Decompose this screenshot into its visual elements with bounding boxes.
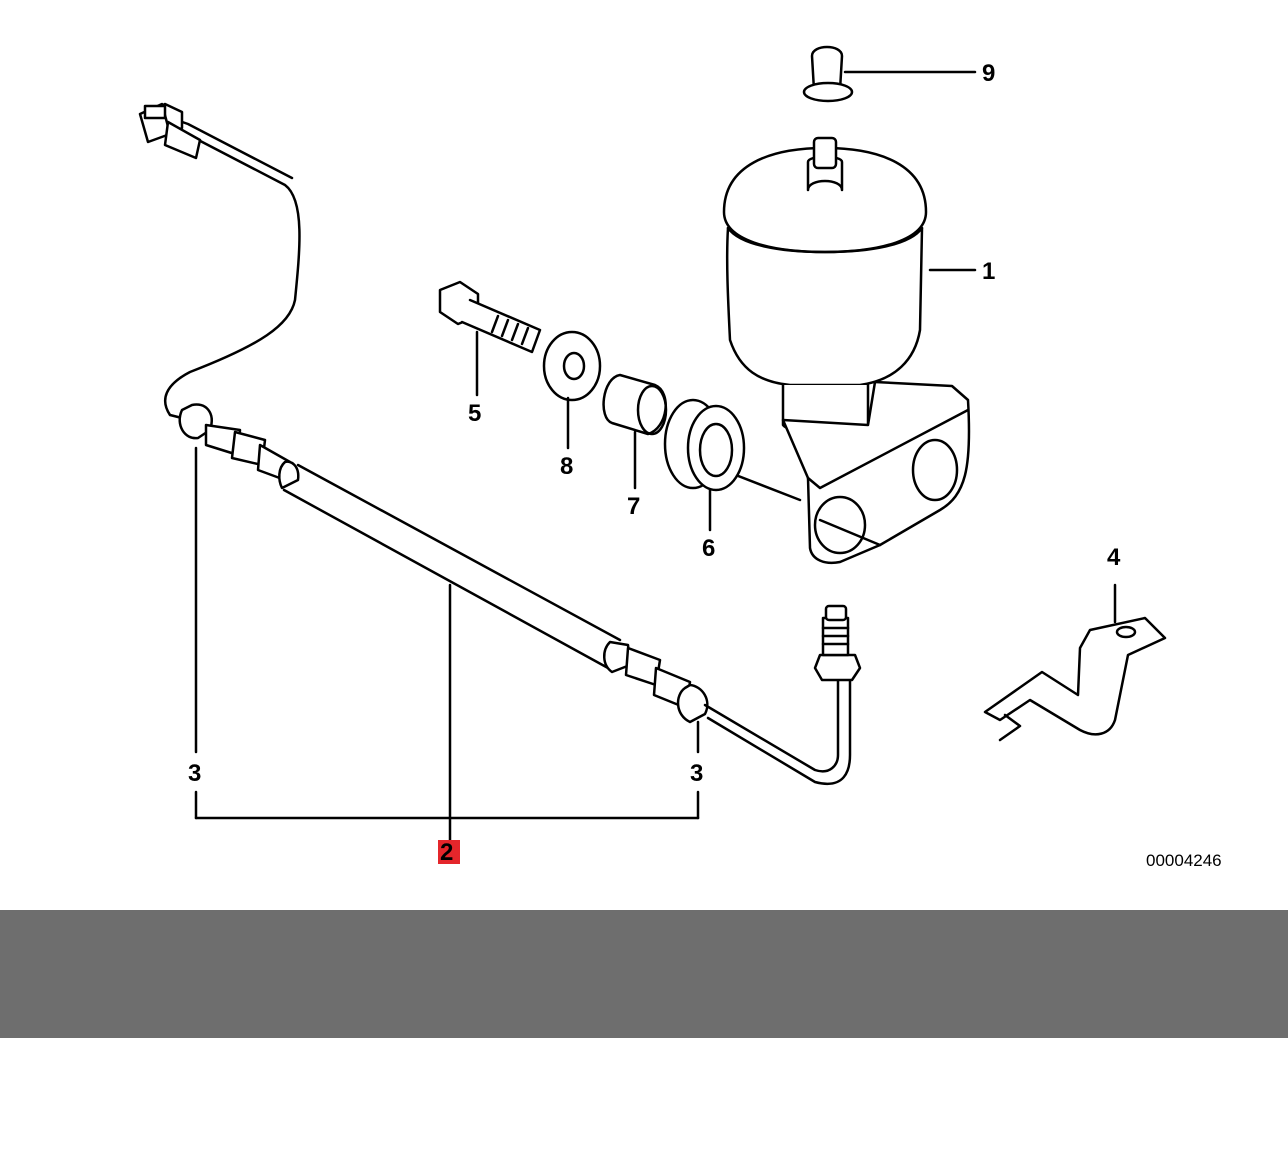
parts-diagram: 1 2 3 3 4 5 6 7 8 9 00004246 <box>138 45 1222 870</box>
pressure-accumulator <box>722 136 928 435</box>
callout-5: 5 <box>468 400 481 427</box>
part-number-footer: BMW - 37 13 1 091 128 N - 02 <box>0 910 1288 1130</box>
part-number-label: BMW - 37 13 1 091 128 N - 02 <box>265 1074 1054 1130</box>
callout-1: 1 <box>982 258 995 285</box>
rubber-mount <box>663 398 746 532</box>
drawing-code: 00004246 <box>1146 851 1222 870</box>
retaining-clip <box>983 583 1167 742</box>
hex-bolt <box>438 280 542 397</box>
callout-3-left: 3 <box>188 760 201 787</box>
callout-8: 8 <box>560 453 573 480</box>
washer <box>542 330 602 450</box>
callout-9: 9 <box>982 60 995 87</box>
bushing <box>602 373 668 490</box>
callout-2: 2 <box>440 839 453 866</box>
protective-cap <box>802 45 977 103</box>
callout-4: 4 <box>1107 544 1121 571</box>
highlight-marker <box>438 840 460 864</box>
brake-line <box>138 102 862 785</box>
callout-7: 7 <box>627 493 640 520</box>
page: 1 2 3 3 4 5 6 7 8 9 00004246 BMW - 37 13… <box>0 45 1288 1130</box>
callout-6: 6 <box>702 535 715 562</box>
callout-3-right: 3 <box>690 760 703 787</box>
